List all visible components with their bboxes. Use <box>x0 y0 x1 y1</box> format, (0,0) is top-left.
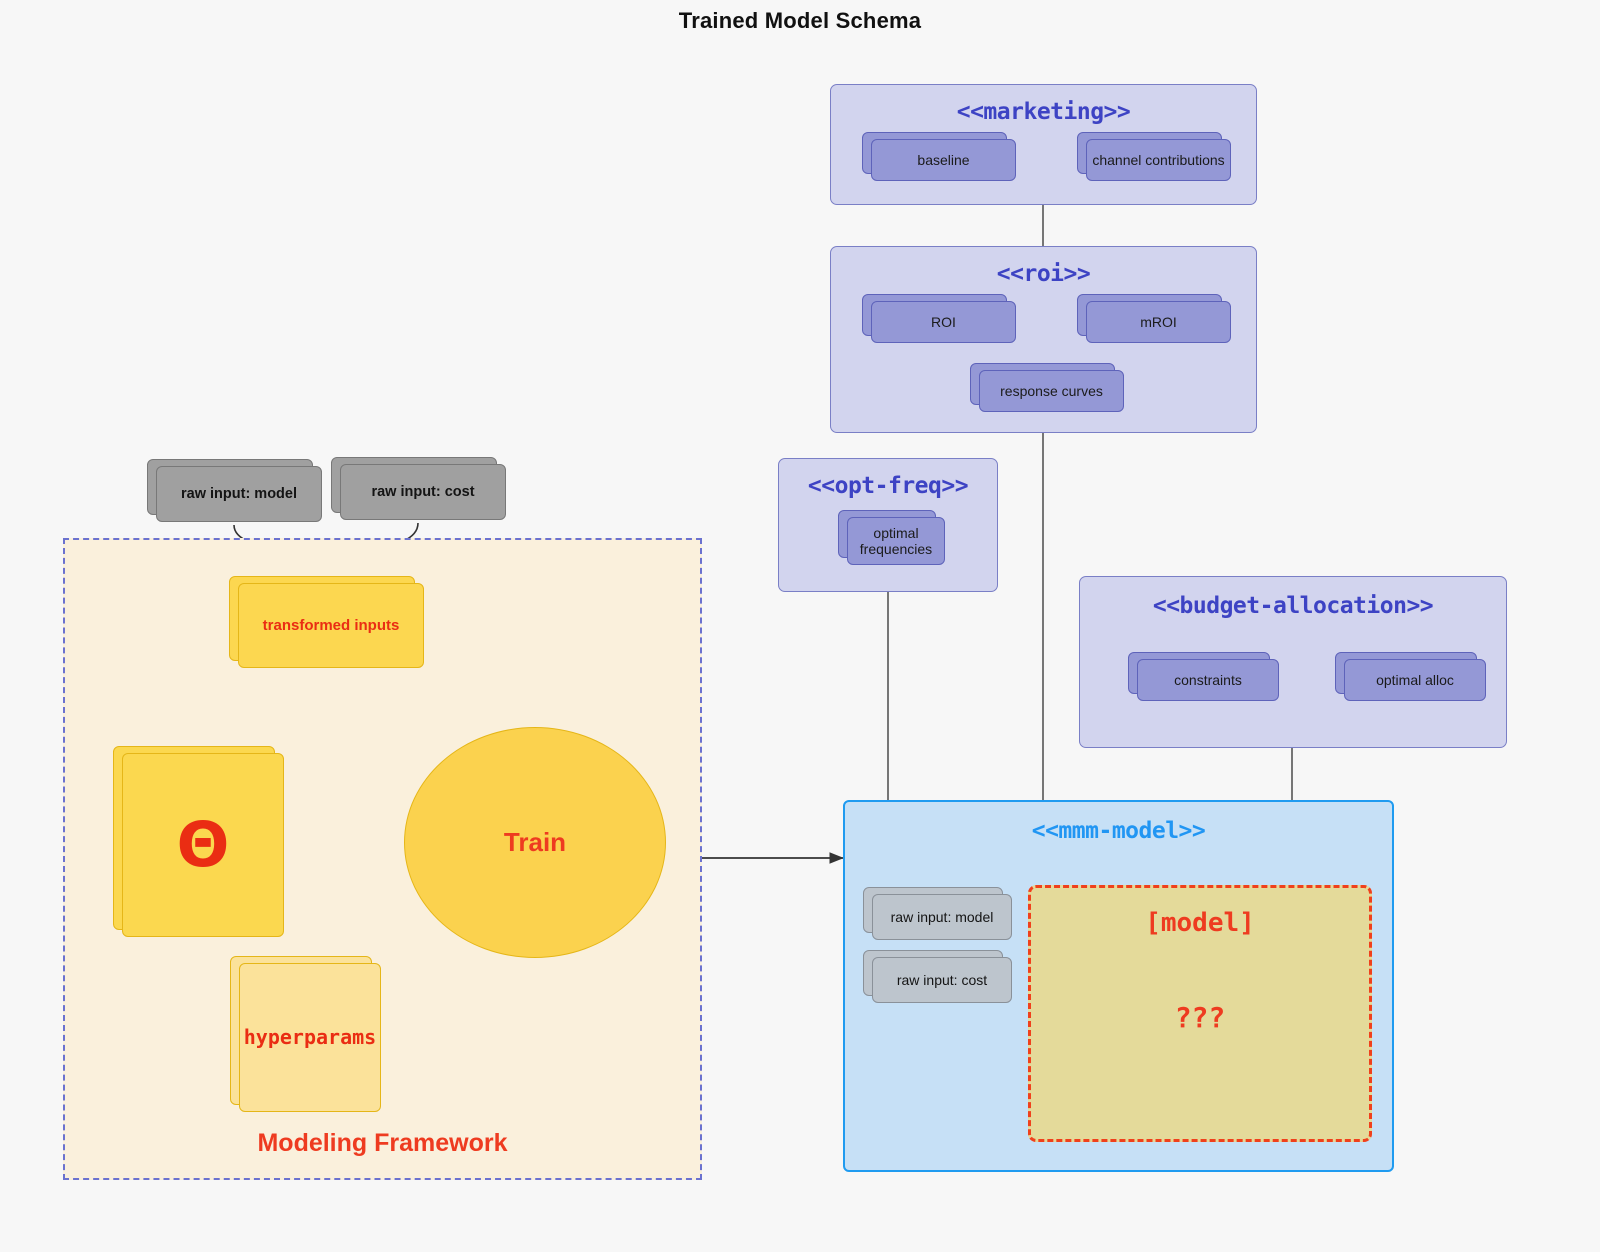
card-constraints[interactable]: constraints <box>1128 652 1279 701</box>
optimal-frequencies-line2: frequencies <box>859 541 933 557</box>
page-title: Trained Model Schema <box>678 8 922 33</box>
package-marketing[interactable]: <<marketing>> baseline channel contribut… <box>830 84 1257 205</box>
modeling-framework-label: Modeling Framework <box>257 1129 508 1157</box>
card-hyperparams-label: hyperparams <box>239 963 381 1112</box>
card-theta[interactable]: Θ <box>113 746 284 937</box>
card-channel-contributions-label: channel contributions <box>1086 139 1231 181</box>
package-roi[interactable]: <<roi>> ROI mROI response curves <box>830 246 1257 433</box>
card-channel-contributions[interactable]: channel contributions <box>1077 132 1231 181</box>
package-budget-allocation-title: <<budget-allocation>> <box>1152 593 1434 619</box>
card-theta-label: Θ <box>122 753 284 937</box>
package-mmm-model[interactable]: <<mmm-model>> raw input: model raw input… <box>843 800 1394 1172</box>
card-optimal-frequencies-label: optimal frequencies <box>847 517 945 565</box>
card-optimal-alloc[interactable]: optimal alloc <box>1335 652 1486 701</box>
card-raw-input-cost-outer-label: raw input: cost <box>340 464 506 520</box>
card-mroi[interactable]: mROI <box>1077 294 1231 343</box>
train-label: Train <box>503 827 567 857</box>
card-mroi-label: mROI <box>1086 301 1231 343</box>
card-raw-input-model-outer[interactable]: raw input: model <box>147 459 322 522</box>
package-opt-freq-title: <<opt-freq>> <box>807 473 969 499</box>
card-raw-input-model-inner[interactable]: raw input: model <box>863 887 1012 940</box>
card-optimal-alloc-label: optimal alloc <box>1344 659 1486 701</box>
train-ellipse[interactable]: Train <box>404 727 666 958</box>
card-raw-input-model-inner-label: raw input: model <box>872 894 1012 940</box>
card-roi[interactable]: ROI <box>862 294 1016 343</box>
card-raw-input-cost-inner-label: raw input: cost <box>872 957 1012 1003</box>
model-placeholder-box[interactable]: [model] ??? <box>1028 885 1372 1142</box>
card-baseline[interactable]: baseline <box>862 132 1016 181</box>
card-constraints-label: constraints <box>1137 659 1279 701</box>
card-transformed-inputs-label: transformed inputs <box>238 583 424 668</box>
card-optimal-frequencies[interactable]: optimal frequencies <box>838 510 945 565</box>
model-unknown-label: ??? <box>1174 1001 1226 1034</box>
optimal-frequencies-line1: optimal <box>873 524 919 541</box>
package-opt-freq[interactable]: <<opt-freq>> optimal frequencies <box>778 458 998 592</box>
card-raw-input-model-outer-label: raw input: model <box>156 466 322 522</box>
card-hyperparams[interactable]: hyperparams <box>230 956 381 1112</box>
package-roi-title: <<roi>> <box>996 261 1091 287</box>
package-budget-allocation[interactable]: <<budget-allocation>> constraints optima… <box>1079 576 1507 748</box>
card-roi-label: ROI <box>871 301 1016 343</box>
card-transformed-inputs[interactable]: transformed inputs <box>229 576 424 668</box>
package-mmm-model-title: <<mmm-model>> <box>1031 818 1206 844</box>
package-marketing-title: <<marketing>> <box>956 99 1131 125</box>
card-raw-input-cost-outer[interactable]: raw input: cost <box>331 457 506 520</box>
card-baseline-label: baseline <box>871 139 1016 181</box>
card-response-curves[interactable]: response curves <box>970 363 1124 412</box>
card-raw-input-cost-inner[interactable]: raw input: cost <box>863 950 1012 1003</box>
card-response-curves-label: response curves <box>979 370 1124 412</box>
model-placeholder-label: [model] <box>1145 908 1255 938</box>
